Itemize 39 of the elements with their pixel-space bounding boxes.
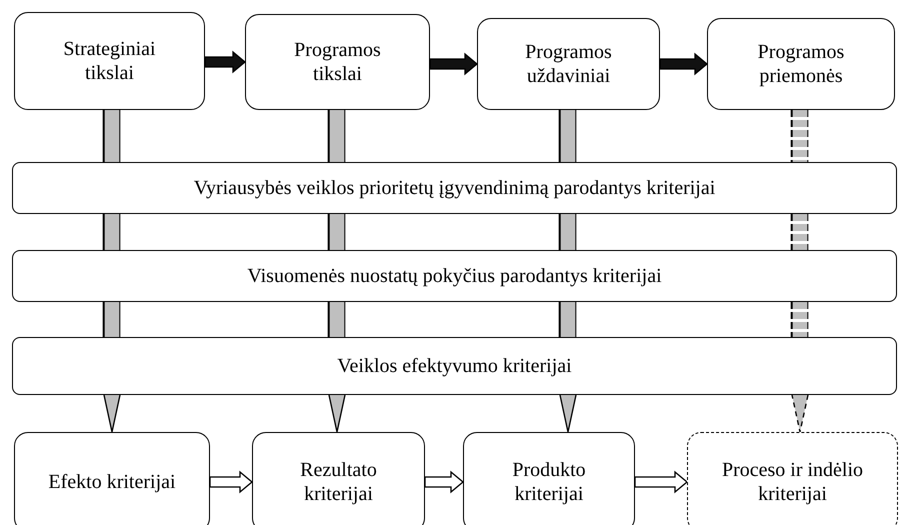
pillar-segment (792, 110, 808, 162)
node-text: Produkto kriterijai (511, 458, 587, 506)
criteria-band (12, 250, 897, 302)
criteria-band (12, 337, 897, 395)
node-text: Proceso ir indėlio kriterijai (720, 458, 864, 506)
pillar-segment (792, 214, 808, 250)
node-text: Programos tikslai (293, 38, 382, 86)
criteria-band (12, 162, 897, 214)
block-arrow (659, 52, 708, 76)
block-arrow (424, 470, 464, 494)
node-text: Strateginiai tikslai (62, 37, 157, 85)
node-text: Programos priemonės (756, 40, 846, 88)
rounded-box (463, 432, 635, 525)
rounded-box (14, 432, 210, 525)
node-text: Vyriausybės veiklos prioritetų įgyvendinimą parodantys kriterijai (192, 176, 716, 200)
node-text: Veiklos efektyvumo kriterijai (336, 354, 573, 378)
pillar-segment (330, 302, 344, 337)
block-arrow (209, 470, 254, 494)
pillar-segment (560, 110, 576, 162)
node-text: Rezultato kriterijai (299, 458, 378, 506)
pillar-segment (330, 110, 344, 162)
rounded-box (252, 432, 425, 525)
pillar-segment (104, 214, 120, 250)
node-text: Efekto kriterijai (47, 470, 177, 494)
pillar-segment (560, 214, 576, 250)
block-arrow (634, 470, 688, 494)
block-arrow (429, 52, 478, 76)
rounded-box (707, 18, 895, 110)
rounded-box (14, 12, 205, 110)
node-text: Programos uždaviniai (524, 40, 613, 88)
block-arrow (204, 50, 246, 74)
rounded-box (245, 14, 430, 110)
node-text: Visuomenės nuostatų pokyčius parodantys kriterijai (246, 264, 663, 288)
rounded-box (687, 432, 898, 525)
pillar-segment (104, 110, 120, 162)
rounded-box (477, 18, 660, 110)
pillar-segment (104, 302, 120, 337)
pillar-segment (792, 302, 808, 337)
pillar-segment (330, 214, 344, 250)
